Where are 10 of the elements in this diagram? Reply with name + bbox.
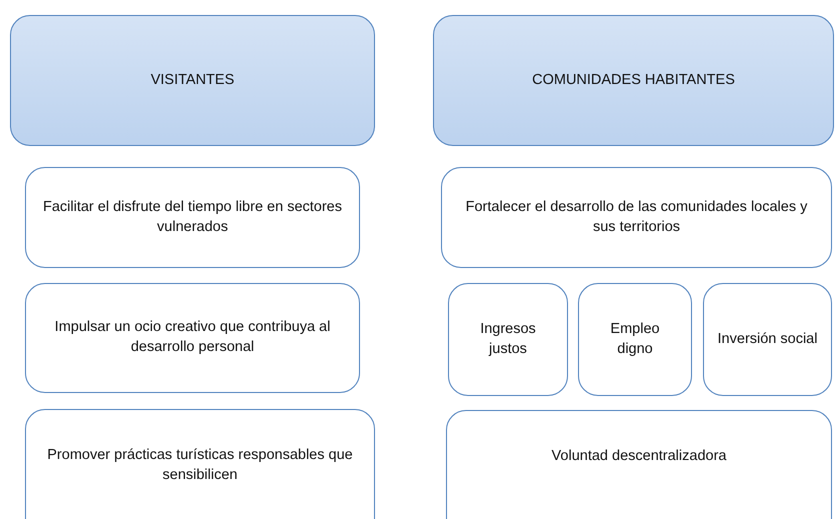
text-box: Inversión social <box>703 283 832 396</box>
text-box: Empleo digno <box>578 283 692 396</box>
text-box: Ingresos justos <box>448 283 568 396</box>
text-box: Impulsar un ocio creativo que contribuya al desarrollo personal <box>25 283 360 393</box>
text-box: Fortalecer el desarrollo de las comunidades locales y sus territorios <box>441 167 832 268</box>
header-box: COMUNIDADES HABITANTES <box>433 15 834 146</box>
text-box: Promover prácticas turísticas responsables que sensibilicen <box>25 409 375 519</box>
text-box: Voluntad descentralizadora <box>446 410 832 519</box>
text-box: Facilitar el disfrute del tiempo libre en sectores vulnerados <box>25 167 360 268</box>
header-box: VISITANTES <box>10 15 375 146</box>
